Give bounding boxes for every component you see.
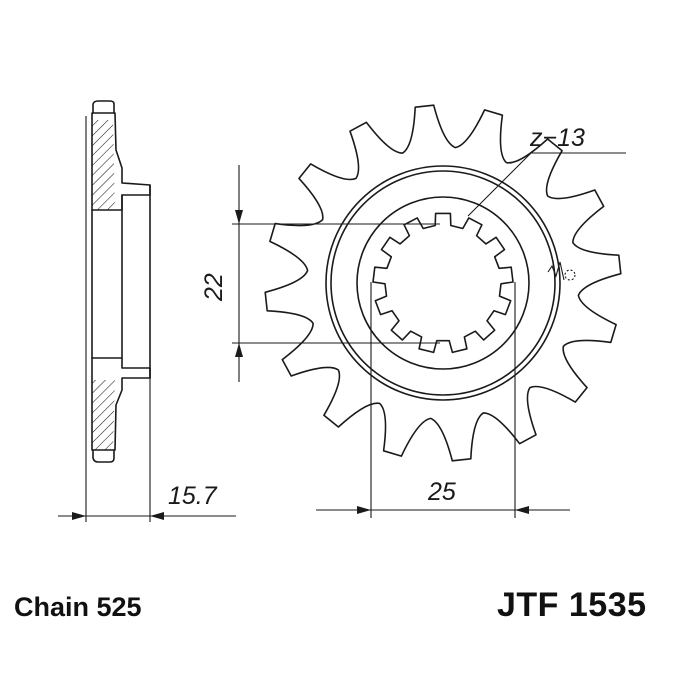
- hatch-bottom: [92, 380, 115, 450]
- spline-dimension-label: 22: [200, 273, 228, 302]
- spline-outline: [372, 212, 514, 354]
- hatch-top: [92, 120, 115, 210]
- part-number-label: JTF 1535: [497, 586, 647, 624]
- front-view: 22 25 z−13: [200, 104, 626, 518]
- teeth-count-label: z−13: [529, 124, 585, 152]
- side-tooth-bottom: [92, 449, 115, 463]
- arrow-25-right: [515, 506, 529, 514]
- arrow-offset-left: [72, 512, 86, 520]
- arrow-22-top: [235, 210, 243, 224]
- chain-size-label: Chain 525: [14, 592, 142, 622]
- bore-circle: [356, 196, 530, 370]
- arrow-22-bottom: [235, 343, 243, 357]
- hub-ring-outer: [325, 165, 561, 401]
- side-tooth-top: [92, 100, 115, 114]
- teeth-leader-line: [467, 152, 532, 217]
- stamp-mark: [547, 261, 576, 281]
- arrow-offset-right: [150, 512, 164, 520]
- sprocket-teeth-outline: [264, 104, 622, 462]
- side-view: 15.7: [58, 100, 236, 522]
- bore-dimension-label: 25: [427, 478, 456, 506]
- hub-ring-inner: [330, 170, 556, 396]
- offset-dimension-label: 15.7: [168, 482, 218, 510]
- arrow-25-left: [357, 506, 371, 514]
